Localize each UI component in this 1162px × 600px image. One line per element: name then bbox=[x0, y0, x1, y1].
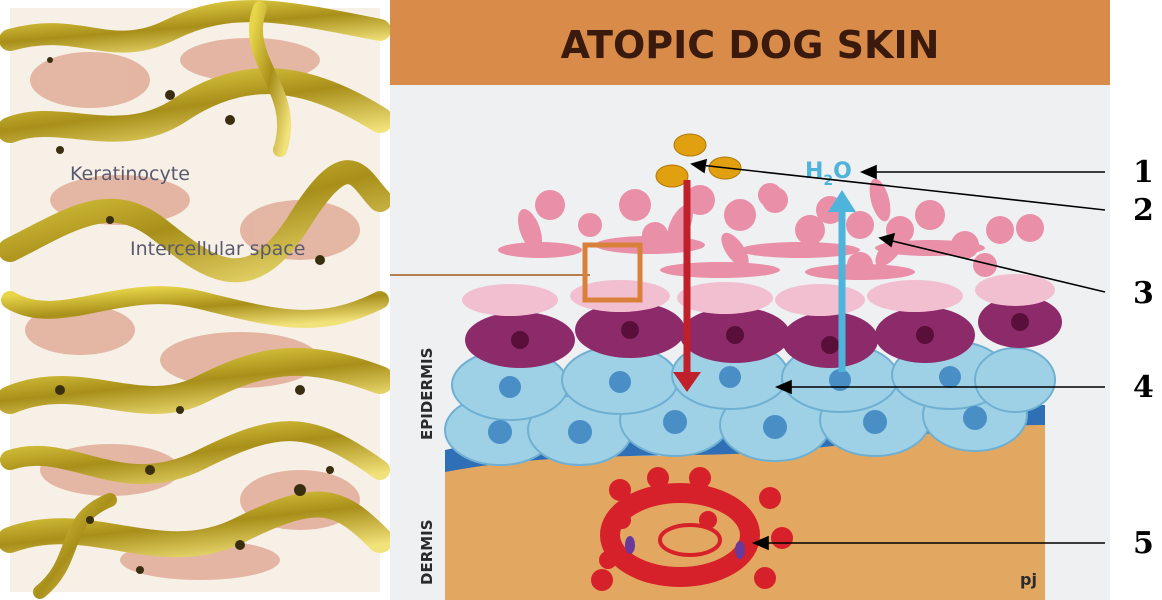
intercellular-space-label: Intercellular space bbox=[130, 238, 305, 260]
epidermis-label: EPIDERMIS bbox=[418, 348, 436, 440]
callout-number-5: 5 bbox=[1133, 526, 1154, 561]
atopic-skin-diagram: ATOPIC DOG SKIN bbox=[390, 0, 1162, 600]
skin-micrograph: Keratinocyte Intercellular space bbox=[0, 0, 390, 600]
callout-number-1: 1 bbox=[1133, 155, 1154, 190]
dermis-label: DERMIS bbox=[418, 519, 436, 585]
diagram-title: ATOPIC DOG SKIN bbox=[561, 23, 940, 67]
artist-signature: pj bbox=[1020, 570, 1037, 589]
callout-number-2: 2 bbox=[1133, 193, 1154, 228]
keratinocyte-label: Keratinocyte bbox=[70, 163, 190, 185]
callout-number-4: 4 bbox=[1133, 370, 1154, 405]
callout-number-3: 3 bbox=[1133, 276, 1154, 311]
